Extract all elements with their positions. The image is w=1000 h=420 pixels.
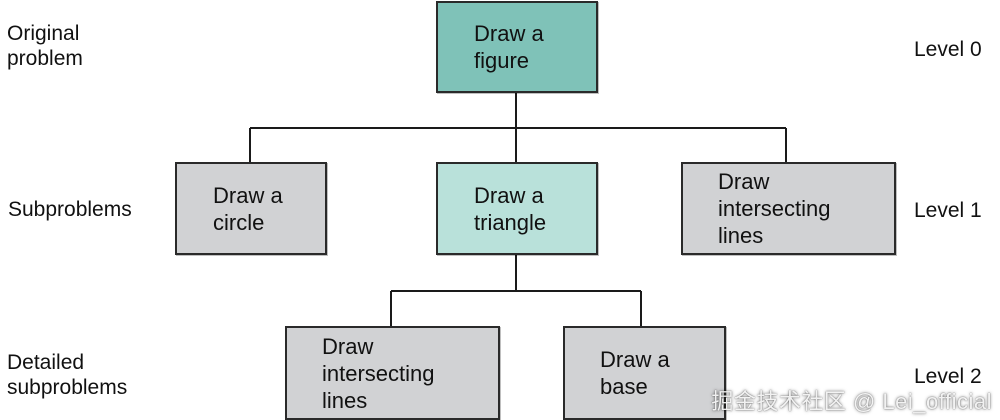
level-1-label: Level 1 bbox=[914, 199, 982, 222]
node-draw-figure-label: Draw a figure bbox=[474, 21, 544, 73]
node-draw-circle-label: Draw a circle bbox=[213, 182, 283, 235]
node-draw-figure: Draw a figure bbox=[436, 1, 598, 93]
node-draw-base: Draw a base bbox=[563, 326, 726, 420]
subproblems-label: Subproblems bbox=[8, 198, 132, 221]
level-0-label: Level 0 bbox=[914, 38, 982, 61]
node-draw-intersecting-lines-level2-label: Draw intersecting lines bbox=[322, 333, 435, 413]
node-draw-intersecting-lines-level1-label: Draw intersecting lines bbox=[718, 169, 831, 248]
node-draw-triangle: Draw a triangle bbox=[436, 162, 598, 255]
original-problem-label: Original problem bbox=[7, 22, 83, 70]
watermark: 掘金技术社区 @ Lei_official bbox=[711, 389, 992, 414]
node-draw-circle: Draw a circle bbox=[175, 162, 327, 255]
node-draw-intersecting-lines-level2: Draw intersecting lines bbox=[285, 326, 500, 420]
level-2-label: Level 2 bbox=[914, 365, 982, 388]
detailed-subproblems-label: Detailed subproblems bbox=[7, 351, 128, 399]
node-draw-intersecting-lines-level1: Draw intersecting lines bbox=[681, 162, 896, 255]
node-draw-triangle-label: Draw a triangle bbox=[474, 182, 547, 235]
node-draw-base-label: Draw a base bbox=[600, 347, 670, 399]
